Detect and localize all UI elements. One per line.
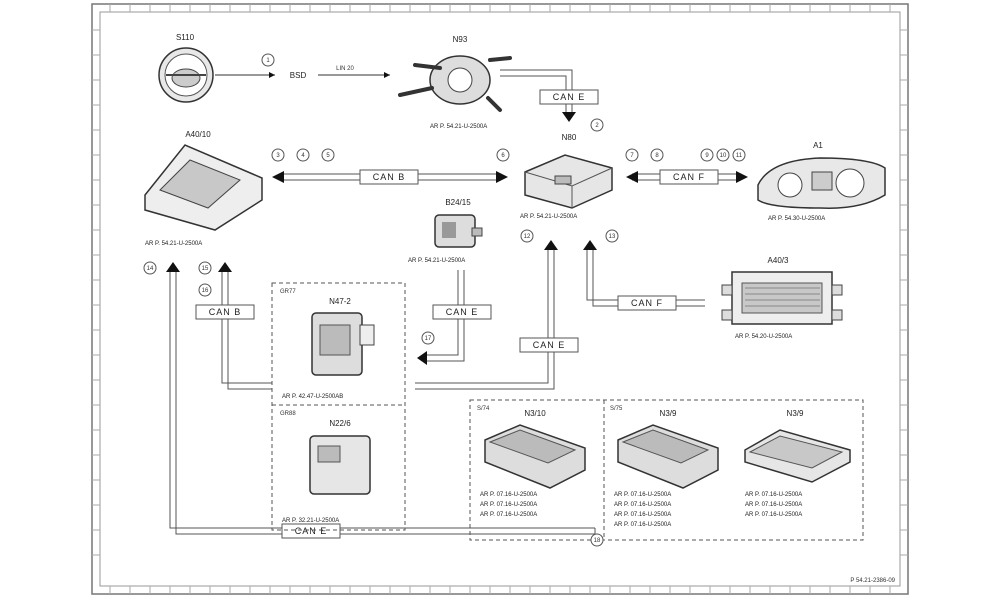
n80-ref: AR P. 54.21-U-2500A: [520, 214, 577, 220]
marker-9: 9: [705, 153, 709, 159]
marker-circles: [143, 53, 746, 547]
can-f-right-label: CAN F: [673, 172, 705, 182]
group-g2-label: GR88: [280, 411, 296, 417]
n3-9b-label: N3/9: [787, 409, 804, 418]
n93-label: N93: [453, 35, 468, 44]
b24-15-component: B24/15 AR P. 54.21-U-2500A: [408, 198, 483, 264]
n47-2-ref: AR P. 42.47-U-2500AB: [282, 394, 343, 400]
steering-wheel-component: S110: [158, 33, 214, 103]
n3-10-label: N3/10: [524, 409, 546, 418]
a40-3-ref: AR P. 54.20-U-2500A: [735, 334, 792, 340]
a1-component: A1 AR P. 54.30-U-2500A: [757, 141, 886, 222]
marker-6: 6: [501, 153, 505, 159]
marker-7: 7: [630, 153, 634, 159]
n3-9b-ref-3: AR P. 07.16-U-2500A: [745, 512, 802, 518]
marker-15: 15: [202, 266, 209, 272]
lin-arrow: [384, 72, 390, 78]
n3-9b-ref-1: AR P. 07.16-U-2500A: [745, 492, 802, 498]
n3-9b-ref-2: AR P. 07.16-U-2500A: [745, 502, 802, 508]
n3-9-ref-2: AR P. 07.16-U-2500A: [614, 502, 671, 508]
n80-component: N80 AR P. 54.21-U-2500A: [520, 133, 613, 220]
can-f-lower-label: CAN F: [631, 298, 663, 308]
steering-wheel-label: S110: [176, 33, 195, 42]
b24-15-label: B24/15: [445, 198, 471, 207]
a40-3-label: A40/3: [768, 256, 789, 265]
marker-12: 12: [524, 234, 531, 240]
marker-numbers: 1 2 3 4 5 6 7 8 9 10 11 12 13 14 15 16 1…: [147, 58, 743, 544]
n3-10-ref-3: AR P. 07.16-U-2500A: [480, 512, 537, 518]
n3-9-label: N3/9: [660, 409, 677, 418]
n22-6-ref: AR P. 32.21-U-2500A: [282, 518, 339, 524]
a40-10-label: A40/10: [185, 130, 211, 139]
n80-label: N80: [562, 133, 577, 142]
group-g4-label: S/75: [610, 406, 623, 412]
group-box-left: GR77 GR88 N47-2 AR P. 42.47-U-2500AB N22…: [271, 282, 406, 531]
can-e-vertical-label: CAN E: [533, 340, 566, 350]
n93-ref: AR P. 54.21-U-2500A: [430, 124, 487, 130]
n3-9-ref-1: AR P. 07.16-U-2500A: [614, 492, 671, 498]
can-b-vertical-label: CAN B: [209, 307, 242, 317]
lin-label: LIN 20: [336, 66, 354, 72]
n3-10-ref-1: AR P. 07.16-U-2500A: [480, 492, 537, 498]
marker-8: 8: [655, 153, 659, 159]
inner-frame: [99, 11, 901, 587]
n3-10-ref-2: AR P. 07.16-U-2500A: [480, 502, 537, 508]
can-e-top-label: CAN E: [553, 92, 586, 102]
bsd-arrow-a: [269, 72, 275, 78]
group-g1-label: GR77: [280, 289, 296, 295]
a40-10-ref: AR P. 54.21-U-2500A: [145, 241, 202, 247]
marker-1: 1: [266, 58, 270, 64]
a1-ref: AR P. 54.30-U-2500A: [768, 216, 825, 222]
group-g3-label: S/74: [477, 406, 490, 412]
b24-15-ref: AR P. 54.21-U-2500A: [408, 258, 465, 264]
marker-18: 18: [594, 538, 601, 544]
n93-component: N93 AR P. 54.21-U-2500A: [398, 35, 512, 130]
frame-ticks: [92, 4, 908, 594]
can-b-left-label: CAN B: [373, 172, 406, 182]
marker-2: 2: [595, 123, 599, 129]
marker-16: 16: [202, 288, 209, 294]
marker-11: 11: [736, 153, 743, 159]
group-box-right: S/74 S/75 N3/10 AR P. 07.16-U-2500A AR P…: [469, 399, 864, 541]
a1-label: A1: [813, 141, 823, 150]
bus-arrows: [166, 112, 748, 365]
n22-6-label: N22/6: [329, 419, 351, 428]
marker-10: 10: [720, 153, 727, 159]
marker-17: 17: [425, 336, 432, 342]
marker-4: 4: [301, 153, 305, 159]
can-e-bottom-label: CAN E: [295, 526, 328, 536]
marker-14: 14: [147, 266, 154, 272]
can-labels: CAN E CAN B CAN F CAN F CAN E CAN B CAN …: [195, 89, 719, 539]
a40-3-component: A40/3 AR P. 54.20-U-2500A: [721, 256, 843, 340]
n47-2-label: N47-2: [329, 297, 351, 306]
footer-code: P 54.21-2386-09: [850, 578, 895, 584]
marker-3: 3: [276, 153, 280, 159]
marker-13: 13: [609, 234, 616, 240]
outer-frame: [91, 3, 909, 595]
marker-5: 5: [326, 153, 330, 159]
a40-10-component: A40/10 AR P. 54.21-U-2500A: [144, 130, 263, 247]
bsd-label: BSD: [290, 71, 307, 80]
n3-9-ref-3: AR P. 07.16-U-2500A: [614, 512, 671, 518]
n3-9-ref-4: AR P. 07.16-U-2500A: [614, 522, 671, 528]
can-e-mid-label: CAN E: [446, 307, 479, 317]
